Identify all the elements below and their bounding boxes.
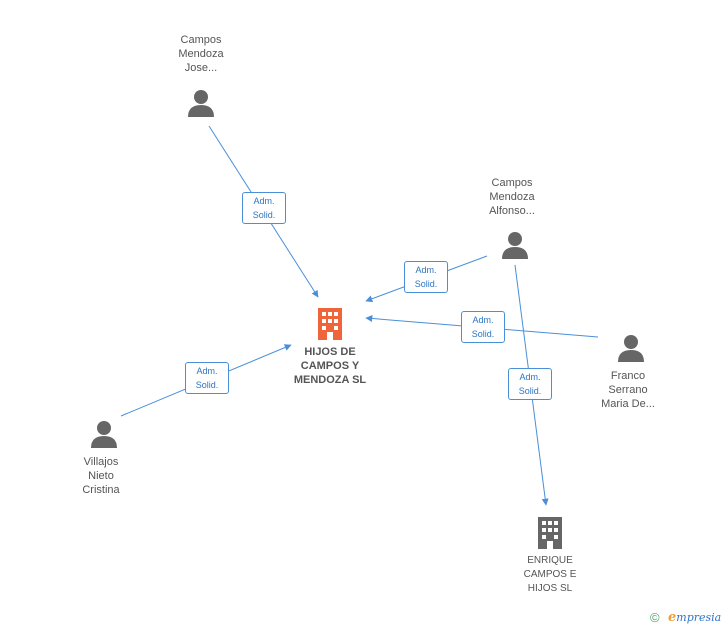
person-icon[interactable]: [186, 88, 216, 118]
edge-label-campos-jose: Adm. Solid.: [242, 192, 286, 224]
brand-logo[interactable]: empresia: [668, 610, 721, 625]
node-label-villajos-nieto[interactable]: Villajos Nieto Cristina: [82, 456, 120, 496]
building-icon[interactable]: [314, 306, 346, 340]
node-label-main-company[interactable]: HIJOS DE CAMPOS Y MENDOZA SL: [293, 346, 367, 386]
brand-rest: mpresia: [676, 611, 722, 624]
edge-label-franco-serrano: Adm. Solid.: [461, 311, 505, 343]
node-label-franco-serrano[interactable]: Franco Serrano Maria De...: [601, 370, 655, 410]
person-icon[interactable]: [89, 419, 119, 449]
node-label-campos-jose[interactable]: Campos Mendoza Jose...: [178, 34, 224, 74]
node-label-enrique-company[interactable]: ENRIQUE CAMPOS E HIJOS SL: [523, 555, 577, 594]
edge-label-villajos-nieto: Adm. Solid.: [185, 362, 229, 394]
person-icon[interactable]: [500, 230, 530, 260]
brand-e: e: [668, 610, 677, 625]
edge-label-campos-alfonso-main: Adm. Solid.: [404, 261, 448, 293]
node-label-campos-alfonso[interactable]: Campos Mendoza Alfonso...: [489, 177, 535, 217]
person-icon[interactable]: [616, 333, 646, 363]
building-icon[interactable]: [534, 515, 566, 549]
copyright-icon: ©: [650, 610, 660, 625]
edge-label-campos-alfonso-enrique: Adm. Solid.: [508, 368, 552, 400]
